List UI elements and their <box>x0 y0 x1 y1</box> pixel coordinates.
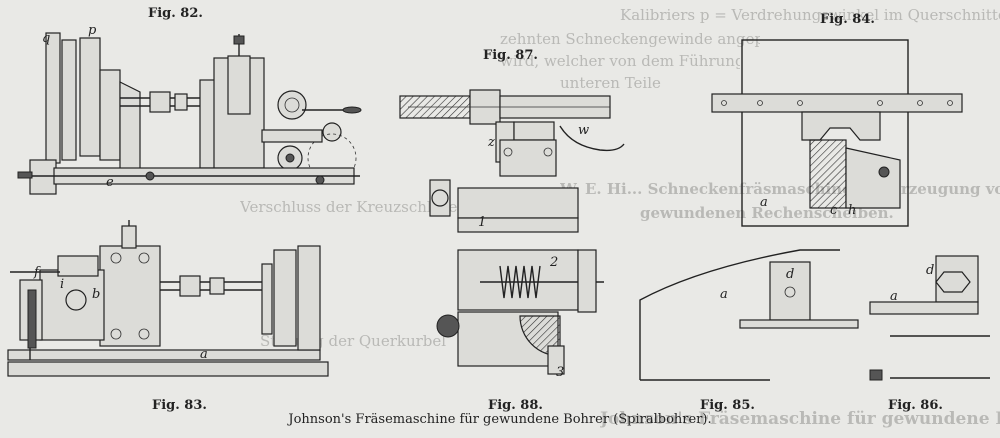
fig83-label-b: b <box>92 287 100 302</box>
fig84-title: Fig. 84. <box>820 12 875 27</box>
fig86-label-d: d <box>926 263 934 278</box>
fig85-drawing: d a <box>639 249 859 381</box>
fig86-title: Fig. 86. <box>888 398 943 413</box>
fig88-title: Fig. 88. <box>488 398 543 413</box>
fig87-label-z: z <box>487 135 495 150</box>
bleed-text-3: wird, welcher von dem Führungs <box>500 52 740 70</box>
fig83-label-i: i <box>60 277 64 292</box>
bleed-text-4: unteren Teile <box>560 74 661 92</box>
fig84-label-c: c <box>830 203 838 218</box>
fig84-label-h: h <box>848 203 856 218</box>
fig86-drawing: d a <box>869 255 990 381</box>
fig83-label-a: a <box>200 347 208 362</box>
fig84-drawing: a c h <box>711 39 963 227</box>
fig83-label-f: f <box>33 265 41 280</box>
fig82-drawing: q p e <box>17 23 362 195</box>
fig82-label-q: q <box>42 31 50 46</box>
fig82-title: Fig. 82. <box>148 6 203 21</box>
fig87-title: Fig. 87. <box>483 48 538 63</box>
fig88-label-3: 3 <box>556 365 564 380</box>
fig82-label-e: e <box>106 175 114 190</box>
fig87-drawing: z w <box>399 89 625 177</box>
fig84-label-a: a <box>760 195 768 210</box>
fig88-label-2: 2 <box>549 255 558 270</box>
fig88-label-1: 1 <box>478 215 486 230</box>
fig85-title: Fig. 85. <box>700 398 755 413</box>
fig86-label-a: a <box>890 289 898 304</box>
fig87-label-w: w <box>578 123 589 138</box>
fig82-label-p: p <box>88 23 97 38</box>
bleed-text-2: zehnten Schneckengewinde angepasst <box>500 30 760 48</box>
fig88-drawing: 1 2 3 <box>429 179 604 380</box>
fig83-drawing: f i b a <box>7 220 329 377</box>
bleed-text-1: Kalibriers p = Verdrehungswinkel im Quer… <box>620 6 1000 24</box>
fig85-label-a: a <box>720 287 728 302</box>
fig83-title: Fig. 83. <box>152 398 207 413</box>
figure-caption: Johnson's Fräsemaschine für gewundene Bo… <box>288 412 712 427</box>
bleed-text-9: Johnson's Fräsemaschine für gewundene Bo… <box>600 409 1000 429</box>
fig85-label-d: d <box>786 267 794 282</box>
